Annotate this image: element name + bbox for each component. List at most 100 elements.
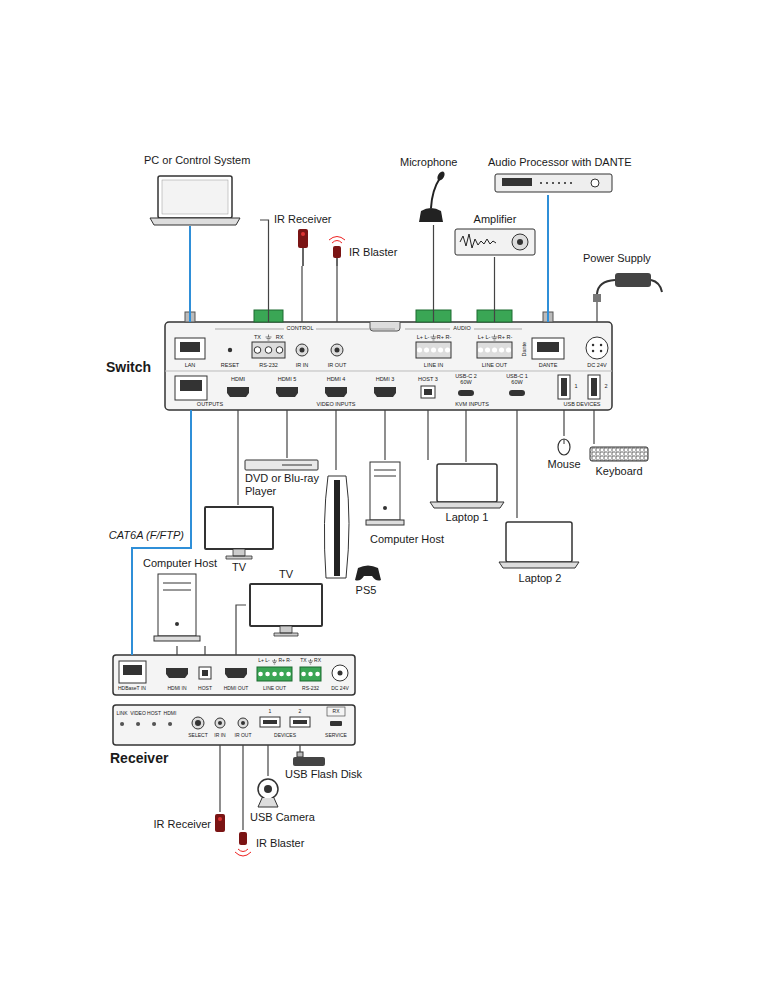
switch-panel: [175, 376, 207, 400]
audio-processor-icon: [540, 182, 572, 184]
computer-tower-icon: [163, 583, 191, 590]
device-label: Power Supply: [583, 252, 651, 265]
port-label: VIDEO INPUTS: [317, 401, 356, 407]
network-cable: [547, 195, 549, 322]
device-node: Audio Processor with DANTE: [485, 155, 655, 195]
computer-tower-icon: [154, 636, 200, 641]
computer-tower-icon: [175, 622, 179, 626]
device-title: Receiver: [110, 750, 168, 766]
port-label: DC 24V: [331, 686, 349, 692]
port-label: HDMI 5: [278, 376, 297, 382]
tv-icon: [250, 584, 322, 636]
port-label: L+ L-: [478, 334, 491, 340]
switch-panel: [370, 322, 400, 331]
ir-receiver-icon: [215, 814, 225, 832]
computer-tower-icon: [383, 506, 387, 510]
laptop-icon: [150, 218, 240, 225]
mouse-icon: [564, 439, 565, 444]
port-label: HDMI: [231, 376, 245, 382]
dvd-player-icon: [245, 460, 318, 470]
switch-panel: [175, 338, 205, 359]
audio-processor-icon: [495, 174, 612, 192]
port-label: IR OUT: [235, 733, 252, 739]
receiver-rear-panel: [261, 672, 289, 677]
receiver-front-panel: [122, 722, 170, 726]
port-label: HDMI 3: [376, 376, 395, 382]
tv-icon: [205, 507, 273, 549]
port-label: 2: [604, 383, 607, 389]
device-node: Laptop 2: [498, 518, 582, 586]
device-node: Computer Host: [366, 460, 456, 548]
receiver-rear-panel: [113, 655, 355, 695]
switch-panel: [215, 329, 522, 330]
ir-receiver-icon: [301, 232, 305, 236]
dvd-player-icon: [282, 465, 312, 466]
signal-cable: [299, 745, 300, 752]
device-label: IR Receiver: [154, 818, 211, 831]
power-supply-icon: [593, 294, 601, 302]
audio-processor-icon: [495, 174, 612, 192]
signal-cable: [301, 266, 302, 322]
ir-receiver-icon: [298, 229, 308, 266]
device-node: USB Flash Disk: [283, 752, 365, 786]
receiver-rear-panel: [199, 667, 211, 679]
signal-cable: [433, 225, 434, 322]
device-node: TV: [246, 566, 326, 642]
switch-panel: [431, 335, 437, 341]
device-node: Mouse: [546, 436, 583, 472]
device-label: DVD or Blu-ray Player: [245, 472, 323, 497]
port-label: TX: [300, 658, 306, 664]
receiver-front-panel: [260, 717, 280, 727]
switch-panel: [252, 342, 285, 358]
computer-tower-icon: [154, 574, 200, 641]
port-label: HDMI: [164, 711, 177, 717]
port-label: L+ L-: [258, 658, 270, 664]
tv-icon: [250, 584, 322, 626]
signal-cable: [427, 410, 428, 460]
receiver-front-panel: [293, 720, 307, 724]
power-supply-icon: [615, 273, 651, 287]
switch-panel: [300, 348, 305, 353]
port-label: OUTPUTS: [197, 401, 223, 407]
microphone-icon: [436, 170, 446, 182]
signal-cable: [242, 745, 243, 830]
device-node: PC or Control System: [140, 152, 260, 226]
signal-cable: [336, 266, 337, 322]
switch-box: SwitchCONTROLAUDIOTXRXL+ L-R+ R-L+ L-R+ …: [165, 322, 612, 410]
port-label: HDMI IN: [167, 686, 186, 692]
switch-panel: [421, 386, 435, 398]
usb-flash-disk-icon: [293, 757, 325, 766]
amplifier-icon: [460, 234, 496, 248]
device-label: TV: [279, 568, 293, 581]
port-label: DC 24V: [587, 362, 606, 368]
device-node: Computer Host: [140, 556, 222, 646]
device-node: Keyboard: [584, 444, 656, 480]
receiver-rear-panel: [202, 670, 208, 676]
usb-flash-disk-icon: [297, 752, 303, 757]
switch-panel: [477, 342, 512, 358]
switch-panel: [296, 344, 308, 356]
switch-panel: [591, 378, 597, 396]
signal-cable: [237, 410, 238, 505]
tv-icon: [205, 507, 273, 559]
computer-tower-icon: [158, 574, 196, 636]
device-label: IR Receiver: [274, 213, 331, 226]
port-label: HDMI 4: [327, 376, 346, 382]
signal-cable: [596, 302, 597, 322]
laptop-icon: [430, 502, 504, 508]
device-label: IR Blaster: [349, 246, 397, 259]
port-label: VIDEO: [130, 711, 146, 717]
receiver-front-panel: [238, 718, 248, 728]
switch-panel: [228, 348, 232, 352]
microphone-icon: [419, 208, 443, 222]
usb-camera-icon: [258, 798, 278, 807]
switch-panel: [276, 347, 283, 354]
computer-tower-icon: [366, 520, 404, 525]
ir-receiver-icon: [298, 229, 308, 248]
ir-blaster-icon: [336, 258, 338, 266]
port-label: DANTE: [539, 362, 558, 368]
device-node: IR Blaster: [236, 830, 310, 860]
receiver-front-panel: [330, 721, 342, 726]
switch-panel: [588, 375, 600, 399]
receiver-front-panel: [195, 720, 201, 726]
